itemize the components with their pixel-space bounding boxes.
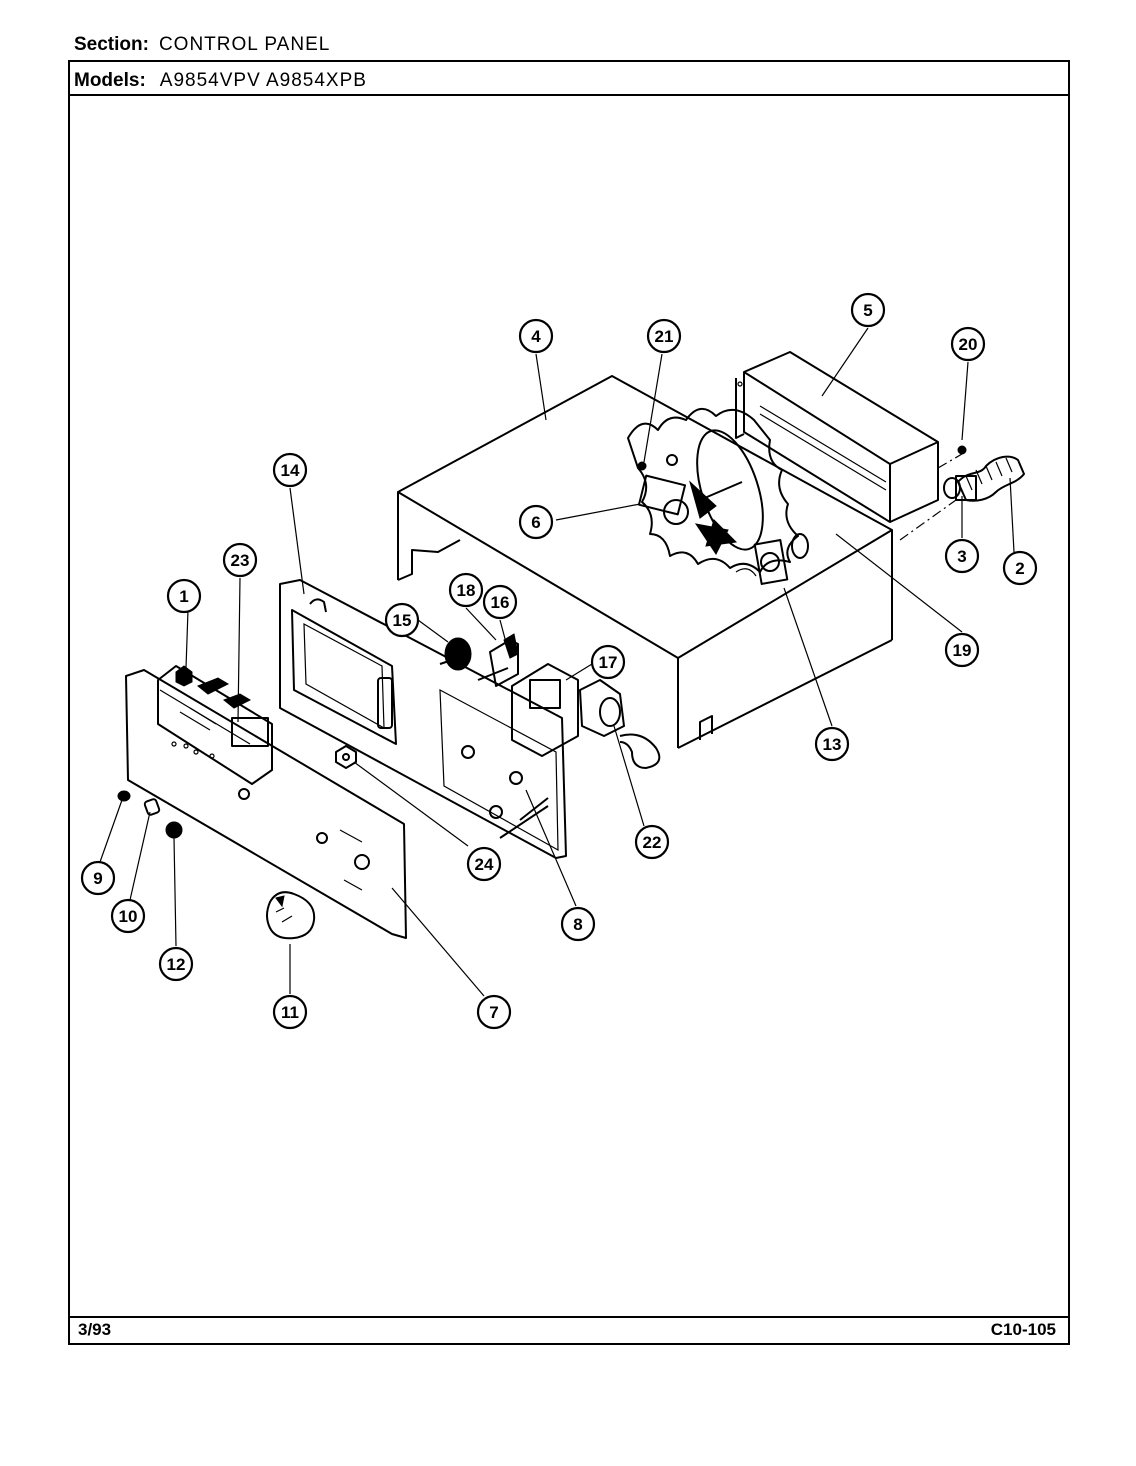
svg-text:16: 16 (491, 593, 510, 612)
svg-text:1: 1 (179, 587, 188, 606)
svg-text:17: 17 (599, 653, 618, 672)
svg-text:24: 24 (475, 855, 494, 874)
models-label: Models: (74, 70, 146, 91)
control-knob-part (266, 891, 316, 940)
svg-text:22: 22 (643, 833, 662, 852)
footer-date: 3/93 (78, 1320, 112, 1339)
callout-6: 6 (518, 504, 554, 540)
callout-16: 16 (482, 584, 518, 620)
section-value: CONTROL PANEL (158, 34, 331, 55)
callout-8: 8 (560, 906, 596, 942)
callout-15: 15 (384, 602, 420, 638)
callout-4: 4 (518, 318, 554, 354)
thermostat-coil-part (899, 445, 1025, 541)
front-control-panel-part (125, 669, 407, 939)
control-mounting-panel-part (279, 579, 567, 859)
svg-text:9: 9 (93, 869, 102, 888)
header-rule (68, 94, 1070, 96)
callout-23: 23 (222, 542, 258, 578)
callout-22: 22 (634, 824, 670, 860)
callout-13: 13 (814, 726, 850, 762)
leader-lines (99, 327, 1015, 997)
duct-box-part (735, 351, 939, 523)
models-value: A9854VPV A9854XPB (159, 70, 367, 91)
callout-11: 11 (272, 994, 308, 1030)
callout-2: 2 (1002, 550, 1038, 586)
callout-20: 20 (950, 326, 986, 362)
svg-text:14: 14 (281, 461, 300, 480)
svg-text:2: 2 (1015, 559, 1024, 578)
callout-3: 3 (944, 538, 980, 574)
callout-17: 17 (590, 644, 626, 680)
callout-19: 19 (944, 632, 980, 668)
cabinet-box-part (397, 375, 893, 749)
svg-text:19: 19 (953, 641, 972, 660)
callout-14: 14 (272, 452, 308, 488)
svg-text:10: 10 (119, 907, 138, 926)
electronic-control-part (157, 665, 273, 785)
callout-21: 21 (646, 318, 682, 354)
svg-text:23: 23 (231, 551, 250, 570)
svg-text:13: 13 (823, 735, 842, 754)
knob-button-parts (117, 790, 183, 839)
fan-motor-assembly (627, 408, 799, 573)
svg-text:3: 3 (957, 547, 966, 566)
svg-text:20: 20 (959, 335, 978, 354)
control-components-part (439, 633, 661, 769)
models-heading: Models: A9854VPV A9854XPB (74, 70, 367, 92)
callout-9: 9 (80, 860, 116, 896)
callout-5: 5 (850, 292, 886, 328)
callout-18: 18 (448, 572, 484, 608)
callout-12: 12 (158, 946, 194, 982)
svg-text:8: 8 (573, 915, 582, 934)
svg-text:21: 21 (655, 327, 674, 346)
svg-text:11: 11 (281, 1003, 299, 1022)
hex-nut-part (335, 745, 357, 769)
svg-text:6: 6 (531, 513, 540, 532)
callout-7: 7 (476, 994, 512, 1030)
callout-10: 10 (110, 898, 146, 934)
svg-text:18: 18 (457, 581, 476, 600)
section-label: Section: (74, 34, 149, 55)
svg-text:4: 4 (531, 327, 541, 346)
svg-text:7: 7 (489, 1003, 498, 1022)
callout-24: 24 (466, 846, 502, 882)
footer-page-code: C10-105 (990, 1320, 1056, 1339)
svg-text:5: 5 (863, 301, 872, 320)
svg-text:15: 15 (393, 611, 412, 630)
diagram-frame (68, 60, 1070, 1345)
svg-text:12: 12 (167, 955, 186, 974)
section-heading: Section: CONTROL PANEL (74, 34, 330, 56)
footer-rule (68, 1316, 1070, 1318)
mounting-bracket-part (735, 533, 809, 585)
callout-1: 1 (166, 578, 202, 614)
